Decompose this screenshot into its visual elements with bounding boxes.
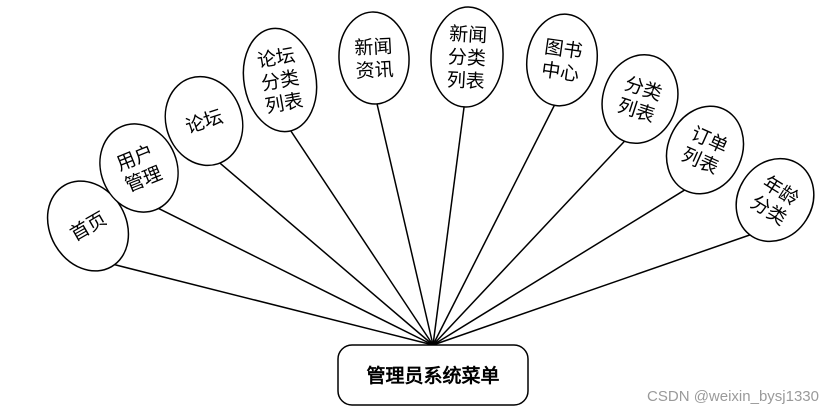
- edge-age-category: [432, 232, 755, 346]
- diagram-edges: [109, 100, 755, 346]
- root-node-box: [337, 344, 529, 406]
- edge-news-category-list: [432, 102, 466, 346]
- edge-forum-category-list: [287, 126, 434, 346]
- node-home: 首页: [46, 180, 130, 272]
- node-label-news-category-list-line-1: 新闻: [449, 23, 488, 47]
- node-ellipse-forum: [164, 75, 244, 167]
- node-ellipse-forum-category-list: [242, 27, 318, 133]
- node-ellipse-home: [46, 180, 130, 272]
- root-node-label: 管理员系统菜单: [366, 364, 499, 387]
- csdn-watermark: CSDN @weixin_bysj1330: [647, 388, 819, 405]
- edge-book-center: [432, 101, 557, 346]
- node-label-book-center-line-2: 中心: [540, 59, 581, 86]
- node-label-news-info-line-1: 新闻: [354, 36, 393, 60]
- root-node: 管理员系统菜单: [337, 344, 529, 406]
- node-ellipse-category-list: [601, 53, 679, 145]
- node-label-news-info-line-2: 资讯: [355, 59, 394, 83]
- node-ellipse-age-category: [735, 157, 815, 243]
- node-label-news-category-list-line-3: 列表: [446, 69, 485, 93]
- node-forum: 论坛: [164, 75, 244, 167]
- node-ellipse-user-management: [99, 123, 179, 213]
- edge-forum: [216, 159, 434, 346]
- edge-home: [109, 262, 434, 346]
- node-ellipse-book-center: [526, 13, 598, 107]
- node-ellipse-news-category-list: [430, 6, 504, 108]
- edge-category-list: [432, 137, 628, 346]
- edge-news-info: [375, 100, 434, 346]
- node-label-news-category-list-line-2: 分类: [447, 46, 486, 70]
- node-ellipse-order-list: [665, 105, 745, 195]
- node-ellipse-news-info: [338, 11, 410, 105]
- node-label-book-center-line-1: 图书: [543, 36, 584, 63]
- edge-order-list: [432, 187, 689, 346]
- edge-user-management: [154, 205, 434, 346]
